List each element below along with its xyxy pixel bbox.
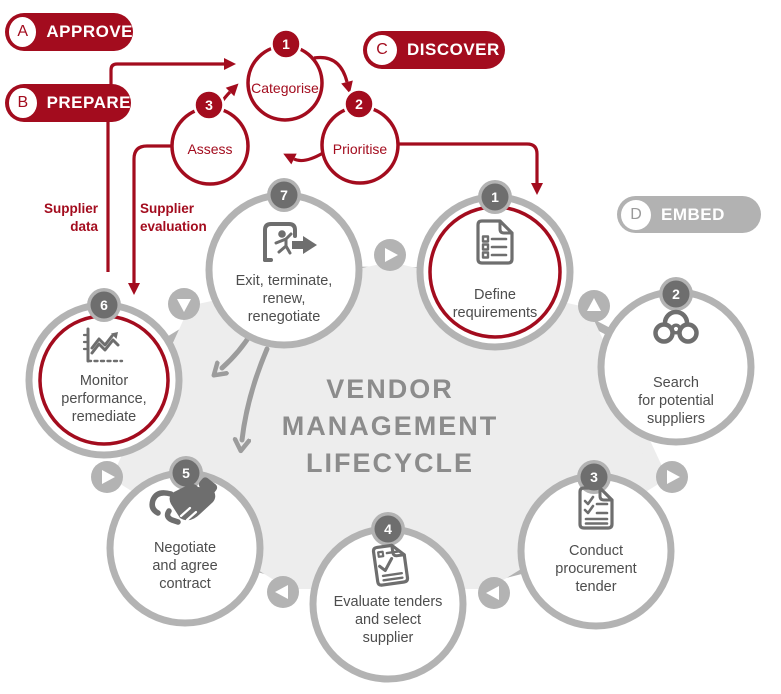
step-6-label: Monitor performance, remediate [61,373,147,425]
step-7-label: Exit, terminate, renew, renegotiate [235,273,333,325]
document-checklist-icon [476,219,514,265]
assess-badge: 3 [193,89,225,121]
lifecycle-ring [25,191,755,683]
svg-text:5: 5 [182,465,190,481]
step-1-badge: 1 [478,180,512,214]
binoculars-icon [653,309,699,344]
assess-label: Assess [187,141,233,157]
svg-text:3: 3 [205,97,213,113]
prepare-to-categorise-arrow [109,58,236,84]
connector-4-5 [267,576,299,608]
phase-prepare-letter: B [9,88,37,118]
svg-text:1: 1 [491,189,499,205]
supplier-evaluation-arrow [128,144,172,295]
connector-6-7 [168,288,200,320]
phase-discover-letter: C [367,35,397,65]
mini-cycle: 1 2 3 [170,28,400,186]
step-4-label: Evaluate tenders and select supplier [333,594,443,646]
phase-embed-pill: D EMBED [617,196,761,233]
supplier-evaluation-label: Supplier evaluation [140,201,207,234]
connector-7-1 [374,239,406,271]
prioritise-to-define-arrow [398,142,543,195]
phase-embed-letter: D [621,199,651,230]
connector-2-3 [656,461,688,493]
connector-3-4 [478,577,510,609]
diagram-title: VENDOR MANAGEMENT LIFECYCLE [281,374,499,478]
exit-feedback-arrow-long [242,346,270,440]
step-5-badge: 5 [169,456,203,490]
step-3-label: Conduct procurement tender [555,543,637,595]
connector-1-2 [578,290,610,322]
step-badges: 1 2 3 4 5 6 7 [87,178,693,546]
step-4-badge: 4 [371,512,405,546]
prioritise-label: Prioritise [332,141,388,157]
svg-text:4: 4 [384,521,392,537]
svg-text:7: 7 [280,187,288,203]
phase-embed-label: EMBED [661,204,725,224]
categorise-badge: 1 [270,28,302,60]
prioritise-badge: 2 [343,88,375,120]
step-2-label: Search for potential suppliers [638,375,714,427]
step-2-badge: 2 [659,277,693,311]
categorise-to-prioritise-arrow [313,55,353,94]
exit-door-icon [263,222,317,262]
tender-document-icon [578,486,614,530]
performance-chart-icon [82,327,124,363]
phase-discover-label: DISCOVER [407,40,500,59]
evaluate-checklist-icon [371,543,410,587]
step-7-badge: 7 [267,178,301,212]
step-3-badge: 3 [577,460,611,494]
supplier-data-label: Supplier data [43,201,98,234]
phase-discover-pill: C DISCOVER [363,31,505,69]
connector-5-6 [91,461,123,493]
svg-text:6: 6 [100,297,108,313]
svg-text:1: 1 [282,36,290,52]
phase-approve-label: APPROVE [46,22,133,41]
prioritise-to-assess-arrow [283,151,324,165]
svg-text:2: 2 [672,286,680,302]
step-5-label: Negotiate and agree contract [152,540,218,592]
svg-text:3: 3 [590,469,598,485]
categorise-label: Categorise [251,80,319,96]
phase-approve-pill: A APPROVE [5,13,133,51]
step-1-label: Define requirements [452,287,538,321]
ring-connectors [91,239,688,609]
phase-prepare-pill: B PREPARE [5,84,131,122]
step-6-badge: 6 [87,288,121,322]
phase-approve-letter: A [9,17,37,47]
svg-text:2: 2 [355,96,363,112]
phase-prepare-label: PREPARE [46,93,131,112]
handshake-icon [149,477,218,525]
